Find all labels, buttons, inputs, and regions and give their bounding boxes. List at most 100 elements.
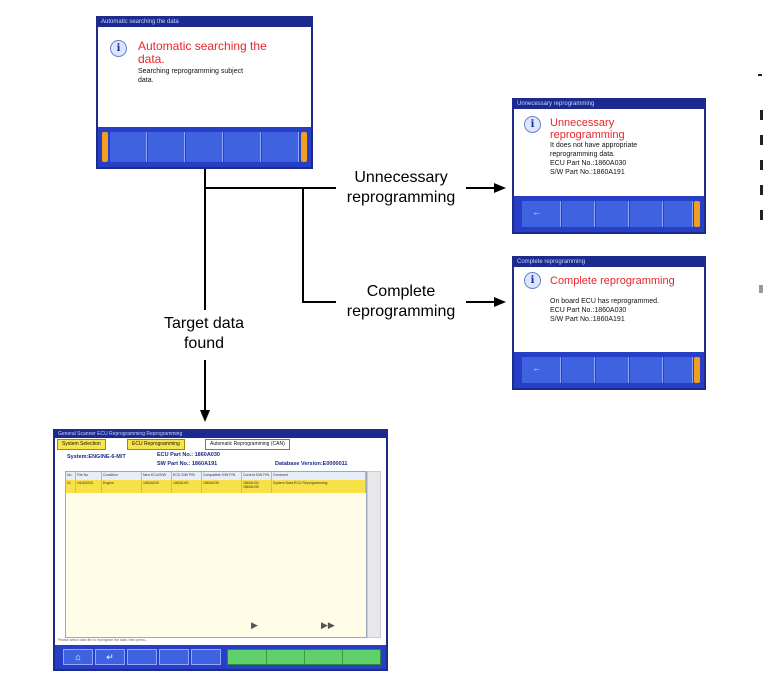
dialog-message-line1: It does not have appropriate [550, 142, 638, 149]
bar-button-4[interactable] [630, 357, 663, 383]
table-cell: 1860A030 [142, 480, 172, 493]
bar-left-cap [102, 132, 108, 162]
column-header: Compatible S/W P/N [202, 472, 242, 480]
dialog-message-line2: reprogramming data. [550, 151, 615, 158]
bar-button-5[interactable] [664, 201, 693, 227]
bar-button-4[interactable] [224, 132, 261, 162]
bar-button-2[interactable] [562, 201, 595, 227]
home-button[interactable]: ⌂ [63, 649, 93, 665]
label-line1: Target data [163, 315, 245, 332]
back-button[interactable]: ← [522, 201, 561, 227]
bar-button-3[interactable] [596, 357, 629, 383]
dialog-button-bar [98, 127, 311, 167]
edge-fragment [760, 135, 763, 145]
bar-button-4[interactable] [159, 649, 189, 665]
automatic-reprogramming-screen: General Scanner ECU Reprogramming Reprog… [53, 429, 388, 671]
table-cell: System Data.ECU Reprogramming [272, 480, 366, 493]
dialog-automatic-searching: Automatic searching the data i Automatic… [96, 16, 313, 169]
info-icon: i [110, 40, 127, 57]
label-line1: Unnecessary [354, 169, 448, 186]
flow-line-to-unnecessary-end [466, 187, 494, 189]
table-row[interactable]: 01 H4A00031 Engine 1860A030 1860A191 186… [66, 480, 366, 493]
column-header: Condition [102, 472, 142, 480]
edge-fragment [760, 110, 763, 120]
bar-button-2[interactable] [148, 132, 185, 162]
dialog-message-line3: ECU Part No.:1860A030 [550, 160, 627, 167]
column-header: New ECU/S/W [142, 472, 172, 480]
status-message: Please select data file to reprogram the… [58, 638, 148, 642]
info-icon: i [524, 272, 541, 289]
green-seg [266, 650, 305, 664]
flow-line-to-complete-end [466, 301, 494, 303]
label-unnecessary-reprogramming: Unnecessary reprogramming [336, 168, 466, 208]
tab-system-selection[interactable]: System Selection [57, 439, 106, 450]
dialog-heading-line1: Automatic searching the [138, 39, 267, 53]
dialog-complete-reprogramming: Complete reprogramming i Complete reprog… [512, 256, 706, 390]
green-seg [228, 650, 267, 664]
dialog-title: Complete reprogramming [514, 258, 704, 267]
back-button[interactable]: ↵ [95, 649, 125, 665]
table-side-scrollbar[interactable] [367, 471, 381, 638]
tab-automatic-reprogramming[interactable]: Automatic Reprogramming (CAN) [205, 439, 290, 450]
screen-button-bar: ⌂ ↵ [55, 645, 386, 669]
flow-line-main-vertical-lower [204, 360, 206, 410]
fast-forward-icon[interactable]: ▶▶ [321, 620, 335, 630]
sw-part-number: SW Part No.: 1860A191 [157, 461, 218, 467]
play-icon[interactable]: ▶ [251, 620, 258, 630]
label-target-data-found: Target data found [144, 314, 264, 354]
info-icon: i [524, 116, 541, 133]
green-action-bar[interactable] [227, 649, 381, 665]
bar-button-5[interactable] [664, 357, 693, 383]
bar-button-2[interactable] [562, 357, 595, 383]
dialog-message-line1: On board ECU has reprogrammed. [550, 298, 659, 305]
table-cell: 1860A030 [202, 480, 242, 493]
back-icon: ↵ [106, 652, 114, 662]
column-header: File No. [76, 472, 102, 480]
dialog-message-line2: data. [138, 77, 154, 84]
system-name: System:ENGINE-6-M/T [67, 454, 126, 460]
table-cell: 01 [66, 480, 76, 493]
screen-title: General Scanner ECU Reprogramming Reprog… [55, 431, 386, 438]
dialog-message-line3: S/W Part No.:1860A191 [550, 316, 625, 323]
edge-fragment [760, 160, 763, 170]
edge-fragment [759, 285, 763, 293]
dialog-button-bar: ← [514, 352, 704, 388]
table-navigation: ▶ ▶▶ [65, 617, 365, 635]
flow-arrow-down [200, 410, 210, 422]
dialog-unnecessary-reprogramming: Unnecessary reprogramming i Unnecessary … [512, 98, 706, 234]
back-button[interactable]: ← [522, 357, 561, 383]
bar-button-1[interactable] [110, 132, 147, 162]
column-header: Comment [272, 472, 366, 480]
table-cell: H4A00031 [76, 480, 102, 493]
dialog-heading-line1: Unnecessary [550, 117, 615, 129]
column-header: No. [66, 472, 76, 480]
arrow-left-icon: ← [532, 207, 541, 217]
bar-right-cap [694, 357, 700, 383]
bar-button-3[interactable] [127, 649, 157, 665]
bar-button-5[interactable] [262, 132, 299, 162]
column-header: ECU S/W P/N [172, 472, 202, 480]
ecu-part-number: ECU Part No.: 1860A030 [157, 452, 220, 458]
reprogramming-data-table: No. File No. Condition New ECU/S/W ECU S… [65, 471, 367, 638]
dialog-message-line4: S/W Part No.:1860A191 [550, 169, 625, 176]
dialog-message-line1: Searching reprogramming subject [138, 68, 244, 75]
home-icon: ⌂ [75, 652, 81, 662]
table-cell: 1860A191 1860A190 [242, 480, 272, 493]
bar-button-4[interactable] [630, 201, 663, 227]
green-seg [304, 650, 343, 664]
bar-right-cap [694, 201, 700, 227]
flow-line-main-vertical [204, 169, 206, 310]
edge-fragment [760, 210, 763, 220]
bar-button-3[interactable] [596, 201, 629, 227]
screen-tabs: System Selection ECU Reprogramming Autom… [55, 438, 386, 450]
arrow-left-icon: ← [532, 363, 541, 373]
bar-button-5[interactable] [191, 649, 221, 665]
label-line1: Complete [366, 283, 436, 300]
bar-button-3[interactable] [186, 132, 223, 162]
tab-ecu-reprogramming[interactable]: ECU Reprogramming [127, 439, 185, 450]
flow-arrow-unnecessary [494, 183, 506, 193]
flow-arrow-complete [494, 297, 506, 307]
bar-right-cap [301, 132, 307, 162]
dialog-button-bar: ← [514, 196, 704, 232]
edge-fragment [760, 185, 763, 195]
